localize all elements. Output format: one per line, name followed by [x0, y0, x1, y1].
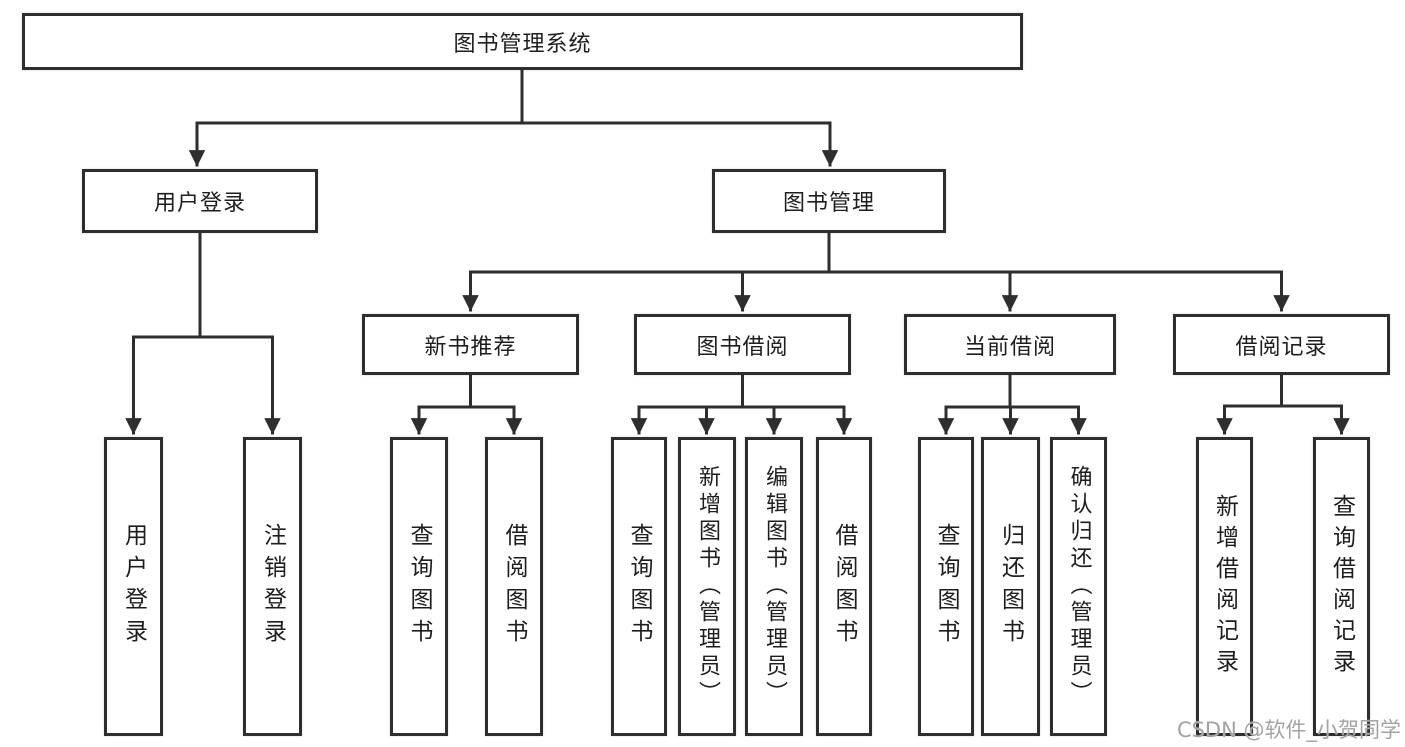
leaf-current-confirm-return-admin-label: 确认归还（管理员）	[1066, 465, 1092, 708]
csdn-watermark: CSDN @软件_小贺同学	[1176, 718, 1401, 742]
leaf-current-return-books-label: 归还图书	[997, 522, 1024, 651]
leaf-logout-label: 注销登录	[259, 522, 286, 651]
leaf-user-login-label: 用户登录	[120, 522, 147, 651]
connector-root-to-level2	[188, 68, 839, 167]
leaf-borrow-borrow-books: 借阅图书	[816, 437, 872, 736]
connector-bookmgmt-to-level3	[462, 231, 1290, 312]
leaf-records-add-record-label: 新增借阅记录	[1211, 493, 1238, 680]
node-current-borrow: 当前借阅	[904, 314, 1116, 375]
leaf-newrec-query-books: 查询图书	[390, 437, 448, 736]
leaf-borrow-edit-books-admin: 编辑图书（管理员）	[745, 437, 803, 736]
leaf-records-add-record: 新增借阅记录	[1196, 437, 1253, 736]
leaf-user-login: 用户登录	[104, 437, 163, 736]
node-new-book-recommend-label: 新书推荐	[424, 334, 517, 360]
leaf-newrec-borrow-books-label: 借阅图书	[501, 522, 527, 651]
connector-records-to-leaves	[1216, 373, 1350, 435]
node-book-management-label: 图书管理	[782, 191, 875, 216]
leaf-current-query-books-label: 查询图书	[933, 522, 959, 651]
leaf-logout: 注销登录	[243, 437, 302, 736]
leaf-newrec-query-books-label: 查询图书	[406, 522, 432, 651]
node-current-borrow-label: 当前借阅	[963, 334, 1056, 360]
node-book-borrow-label: 图书借阅	[696, 334, 789, 360]
leaf-records-query-record-label: 查询借阅记录	[1328, 493, 1355, 680]
leaf-current-return-books: 归还图书	[981, 437, 1040, 736]
leaf-borrow-borrow-books-label: 借阅图书	[831, 522, 857, 651]
leaf-borrow-query-books-label: 查询图书	[626, 522, 652, 651]
node-book-borrow: 图书借阅	[634, 314, 851, 375]
leaf-borrow-add-books-admin-label: 新增图书（管理员）	[695, 465, 720, 708]
leaf-current-confirm-return-admin: 确认归还（管理员）	[1050, 437, 1107, 736]
node-user-login: 用户登录	[82, 169, 318, 233]
node-root-label: 图书管理系统	[453, 31, 592, 57]
node-book-management: 图书管理	[712, 169, 946, 233]
leaf-current-query-books: 查询图书	[918, 437, 974, 736]
node-borrow-records: 借阅记录	[1173, 314, 1390, 375]
connector-userlogin-to-leaves	[125, 231, 281, 435]
connector-borrow-to-leaves	[630, 373, 853, 435]
leaf-borrow-query-books: 查询图书	[611, 437, 667, 736]
connector-current-to-leaves	[937, 373, 1087, 435]
leaf-borrow-add-books-admin: 新增图书（管理员）	[678, 437, 736, 736]
node-borrow-records-label: 借阅记录	[1235, 334, 1328, 360]
leaf-borrow-edit-books-admin-label: 编辑图书（管理员）	[762, 465, 787, 708]
node-user-login-label: 用户登录	[153, 191, 246, 216]
node-new-book-recommend: 新书推荐	[362, 314, 579, 375]
leaf-records-query-record: 查询借阅记录	[1313, 437, 1370, 736]
connector-newrec-to-leaves	[410, 373, 523, 435]
node-root: 图书管理系统	[22, 13, 1023, 70]
leaf-newrec-borrow-books: 借阅图书	[485, 437, 543, 736]
